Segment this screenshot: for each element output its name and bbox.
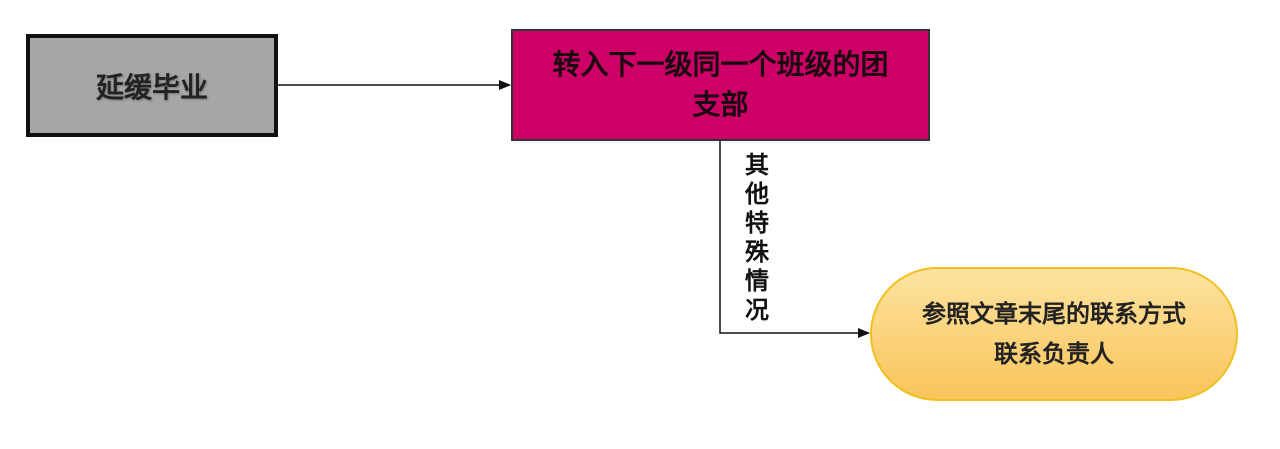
arrow-transfer-to-contact <box>719 141 870 338</box>
edge-label-special-cases: 其他特殊情况 <box>745 150 769 324</box>
node-label: 延缓毕业 <box>95 70 208 104</box>
node-contact-person: 参照文章末尾的联系方式联系负责人 <box>870 267 1238 401</box>
node-label: 转入下一级同一个班级的团支部 <box>552 48 889 121</box>
node-deferred-graduation: 延缓毕业 <box>26 34 278 137</box>
node-transfer-league-branch: 转入下一级同一个班级的团支部 <box>511 29 930 141</box>
node-label: 参照文章末尾的联系方式联系负责人 <box>922 299 1186 368</box>
